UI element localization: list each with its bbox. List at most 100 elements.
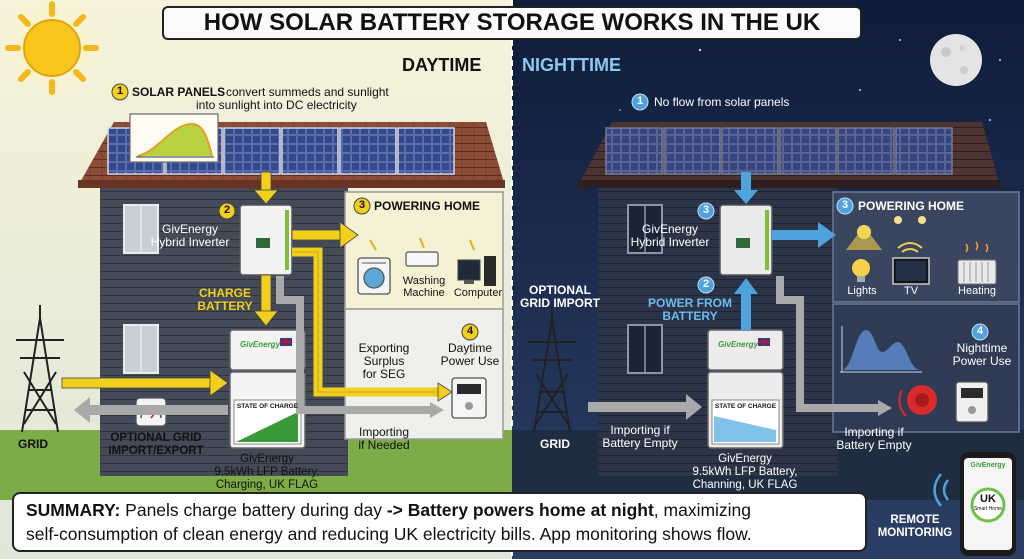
- heating-label: Heating: [958, 285, 996, 297]
- badges: [111, 83, 989, 341]
- day-soc-label: STATE OF CHARGE: [236, 403, 299, 410]
- washing-machine-icon: [357, 257, 391, 295]
- day-heading: DAYTIME: [402, 55, 482, 75]
- day-windows: [123, 204, 159, 374]
- phone-icon: [960, 452, 1016, 556]
- wifi-icon: [897, 242, 923, 253]
- night-import2-label-1: Importing if: [844, 425, 904, 439]
- charge-battery-label-1: CHARGE: [198, 286, 251, 300]
- night-inverter-label-2: Hybrid Inverter: [630, 235, 710, 249]
- night-step3-badge: 3: [841, 199, 849, 211]
- day-step4-label-2: Power Use: [440, 354, 500, 368]
- night-meter-icon: [955, 381, 989, 423]
- export-label-2: Surplus: [363, 354, 405, 368]
- summary-text-2: , maximizing: [653, 500, 752, 520]
- moon-icon: [930, 34, 982, 86]
- day-import-label-1: Importing: [358, 425, 410, 439]
- phone-uk: UK: [980, 493, 996, 505]
- night-import-label-2: Battery Empty: [602, 436, 678, 450]
- lights-icon: [846, 225, 882, 282]
- day-optional-label-2: IMPORT/EXPORT: [108, 445, 204, 457]
- night-solar-panels: [605, 127, 953, 175]
- night-windows: [627, 204, 663, 374]
- lights-label: Lights: [847, 285, 877, 297]
- day-step1-line2: into sunlight into DC electricity: [196, 98, 357, 112]
- washing-label-1: Washing: [402, 275, 446, 287]
- day-step4-badge: 4: [466, 325, 474, 337]
- night-battery-caption-3: Channing, UK FLAG: [692, 479, 798, 491]
- night-step2-badge: 2: [702, 278, 710, 290]
- day-step3-badge: 3: [358, 199, 366, 211]
- ceiling-lights-icon: [894, 216, 926, 224]
- day-inverter-label-1: GivEnergy: [161, 222, 219, 236]
- summary-bold: -> Battery powers home at night: [386, 500, 654, 520]
- phone-brand: GivEnergy: [970, 462, 1006, 469]
- day-arrows: [61, 171, 453, 423]
- day-roof-edge: [78, 180, 505, 188]
- sun-icon: [0, 0, 114, 110]
- remote-label-1: REMOTE: [890, 514, 940, 526]
- night-inverter-badge: 3: [702, 204, 710, 216]
- night-inverter: [719, 204, 773, 276]
- night-step4-badge: 4: [976, 325, 984, 337]
- night-optional-label-2: GRID IMPORT: [520, 296, 600, 310]
- export-label-1: Exporting: [358, 341, 410, 355]
- day-step1-title: SOLAR PANELS: [132, 85, 226, 99]
- day-battery: [229, 329, 306, 449]
- night-grid-label: GRID: [540, 437, 570, 451]
- day-step1-line1: convert summeds and sunlight: [226, 85, 389, 99]
- night-battery-brand: GivEnergy: [718, 340, 759, 349]
- power-from-battery-1: POWER FROM: [648, 296, 732, 310]
- export-label-3: for SEG: [362, 367, 406, 381]
- night-arrows: [588, 172, 892, 420]
- power-from-battery-2: BATTERY: [662, 309, 718, 323]
- day-battery-brand: GivEnergy: [240, 340, 281, 349]
- computer-label: Computer: [453, 287, 503, 299]
- night-step4-label-1: Nighttime: [956, 341, 1008, 355]
- night-import-label-1: Importing if: [610, 423, 670, 437]
- day-inverter: [239, 204, 293, 276]
- night-step1-text: No flow from solar panels: [654, 95, 790, 109]
- day-step3-title: POWERING HOME: [374, 199, 481, 213]
- night-inverter-label-1: GivEnergy: [641, 222, 699, 236]
- night-roof-edge: [578, 180, 1000, 188]
- night-step4-label-2: Power Use: [952, 354, 1012, 368]
- stars: [579, 29, 1001, 121]
- night-heading: NIGHTTIME: [522, 55, 621, 75]
- day-room-upper: [344, 191, 504, 310]
- summary-line-2: self-consumption of clean energy and red…: [26, 524, 752, 544]
- day-meter-icon: [451, 377, 487, 419]
- page-title: HOW SOLAR BATTERY STORAGE WORKS IN THE U…: [162, 6, 862, 40]
- phone-sub: Smart Home: [973, 506, 1003, 512]
- tv-icon: [892, 257, 930, 285]
- day-step2-badge: 2: [223, 204, 231, 216]
- night-pylon-icon: [528, 306, 576, 433]
- day-battery-caption-1: GivEnergy: [240, 453, 294, 465]
- day-step4-label-1: Daytime: [447, 341, 492, 355]
- day-optional-label-1: OPTIONAL GRID: [110, 432, 202, 444]
- day-pylon-icon: [16, 305, 64, 433]
- day-grid-label: GRID: [18, 437, 48, 451]
- computer-icon: [457, 256, 496, 286]
- air-unit-icon: [405, 251, 439, 267]
- night-import2-label-2: Battery Empty: [836, 438, 912, 452]
- summary-line-1: SUMMARY: Panels charge battery during da…: [26, 498, 853, 522]
- night-step3-title: POWERING HOME: [858, 199, 965, 213]
- night-battery-caption-1: GivEnergy: [718, 453, 772, 465]
- appliance-arrows: [369, 237, 475, 251]
- night-step1-badge: 1: [636, 95, 644, 107]
- charge-battery-label-2: BATTERY: [197, 299, 253, 313]
- summary-box: SUMMARY: Panels charge battery during da…: [12, 492, 867, 552]
- summary-label: SUMMARY:: [26, 500, 121, 520]
- heater-icon: [957, 241, 997, 285]
- night-battery-caption-2: 9.5kWh LFP Battery,: [692, 466, 798, 478]
- alarm-icon: [898, 385, 937, 417]
- day-inverter-label-2: Hybrid Inverter: [150, 235, 230, 249]
- usage-curve-graph: [840, 326, 922, 373]
- day-battery-caption-2: 9.5kWh LFP Battery,: [214, 466, 320, 478]
- day-import-label-2: if Needed: [358, 438, 410, 452]
- signal-waves-icon: [933, 473, 950, 507]
- solar-curve-graph: [129, 113, 219, 163]
